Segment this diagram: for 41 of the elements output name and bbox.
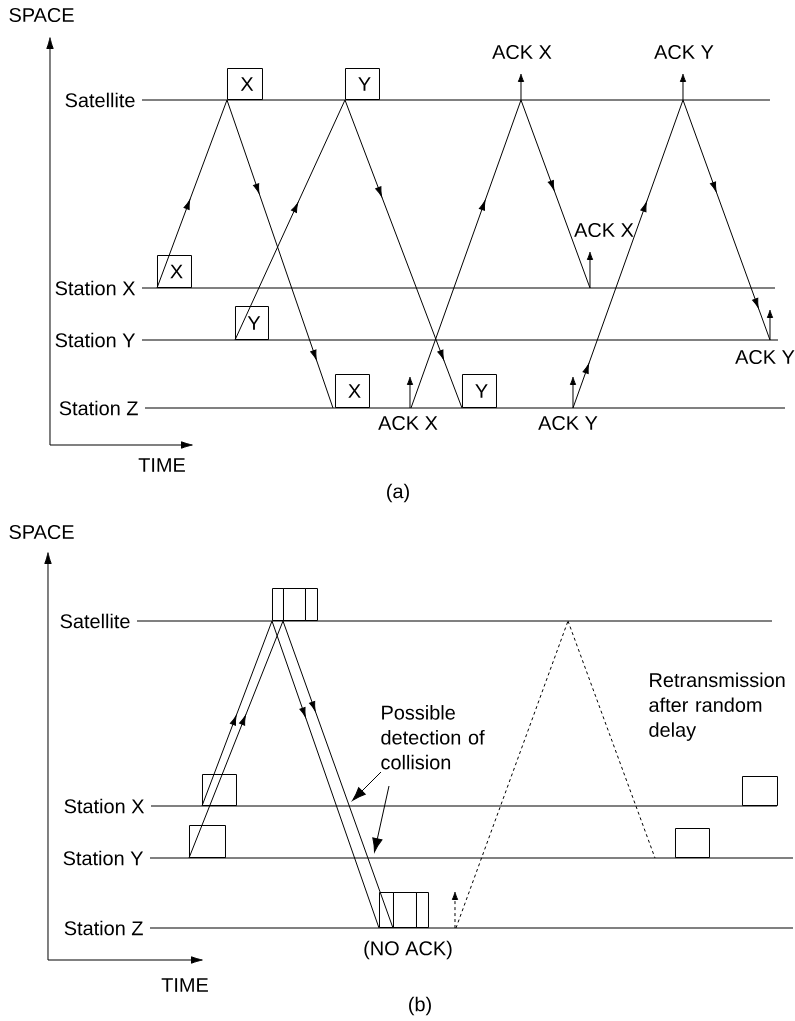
leader-line	[372, 785, 390, 853]
ack-label: ACK X	[378, 415, 438, 431]
panel-label: (b)	[409, 996, 431, 1016]
packet-box	[272, 588, 284, 621]
axis-label: SPACE	[9, 524, 74, 540]
station-label: Station X	[64, 798, 145, 814]
packet-box: Y	[235, 306, 269, 340]
note: Retransmission after random delay	[649, 672, 785, 741]
station-label: Station Y	[55, 332, 136, 348]
station-label: Station Z	[64, 920, 143, 936]
ack-label: ACK Y	[735, 349, 795, 365]
ack-label: ACK X	[574, 222, 634, 238]
packet-box: Y	[462, 374, 497, 408]
packet-box	[675, 828, 710, 858]
station-label: Station Z	[59, 400, 138, 416]
packet-box: Y	[345, 68, 380, 100]
packet-box: X	[227, 68, 263, 100]
station-label: Satellite	[60, 613, 130, 629]
packet-box	[283, 588, 306, 621]
packet-box: X	[335, 374, 370, 408]
panel-label: (a)	[387, 483, 409, 503]
station-label: Station Y	[63, 850, 144, 866]
packet-box	[416, 892, 429, 928]
station-label: Station X	[55, 280, 136, 296]
station-label: Satellite	[65, 92, 135, 108]
packet-box	[393, 892, 417, 928]
axis-label: TIME	[138, 458, 185, 472]
axis-label: TIME	[161, 978, 208, 992]
axis-label: SPACE	[9, 7, 74, 23]
packet-box: X	[157, 255, 192, 288]
packet-box	[379, 892, 394, 928]
packet-box	[189, 825, 226, 858]
ack-label: ACK Y	[654, 44, 714, 60]
packet-box	[742, 776, 778, 806]
annotation-text: Possible detection of collision	[381, 705, 485, 770]
note: (NO ACK)	[364, 940, 452, 960]
packet-box	[202, 774, 237, 806]
leader-line	[352, 771, 382, 801]
ack-label: ACK Y	[538, 415, 598, 431]
ack-label: ACK X	[492, 44, 552, 60]
packet-box	[305, 588, 318, 621]
